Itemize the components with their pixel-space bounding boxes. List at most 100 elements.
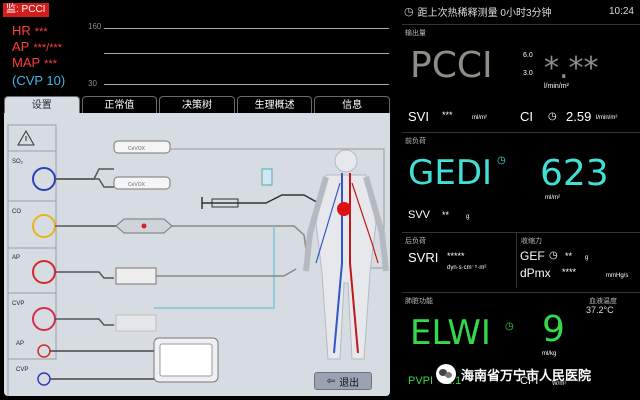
pcci-unit: l/min/m² xyxy=(544,83,569,90)
ap-port-icon xyxy=(32,260,56,284)
current-time: 10:24 xyxy=(608,5,634,17)
monitor-ap-port-icon xyxy=(37,344,51,358)
pcci-scale-low: 3.0 xyxy=(523,70,533,77)
output-section[interactable]: 输出量 PCCI 6.0 3.0 *.** l/min/m² SVI *** m… xyxy=(402,24,640,130)
gedi-label: GEDI xyxy=(408,153,493,193)
pressure-wave-top-line xyxy=(104,28,389,29)
vital-ap-value: ***/*** xyxy=(33,42,63,54)
cevox-module-2-label: CeVOX xyxy=(128,182,146,188)
cv-line xyxy=(154,226,275,309)
status-bar: ◷ 距上次热稀释测量 0小时3分钟 10:24 xyxy=(402,0,640,22)
afterload-section-title: 后负荷 xyxy=(405,238,426,245)
co-line xyxy=(172,225,307,250)
ci-unit: l/min/m² xyxy=(596,115,618,121)
pvpi-label: PVPI xyxy=(408,375,434,387)
co-probe-dot xyxy=(141,223,147,229)
svri-value: ***** xyxy=(447,251,465,261)
injectate-sensor xyxy=(261,168,273,186)
gef-unit: g xyxy=(585,255,589,261)
monitor-cvp-label: CVP xyxy=(16,367,28,373)
elwi-clock-icon: ◷ xyxy=(505,321,514,332)
co-port-icon xyxy=(32,214,56,238)
cvp-port-label: CVP xyxy=(12,301,24,307)
exit-icon: ⇦ xyxy=(326,375,336,387)
ci-clock-icon: ◷ xyxy=(548,111,557,122)
vital-hr-label: HR xyxy=(12,23,31,38)
tab-decision-tree[interactable]: 决策树 xyxy=(159,96,235,114)
vital-ap-label: AP xyxy=(12,39,30,54)
ci-value: 2.59 xyxy=(566,109,592,124)
contractility-section-title: 收缩力 xyxy=(521,238,542,245)
so2-port-label: SO₂ xyxy=(12,159,24,165)
lung-function-section[interactable]: 肺脏功能 血液温度 37.2°C ELWI ◷ 9 ml/kg PVPI 2.1… xyxy=(402,292,640,400)
cevox-module-1 xyxy=(113,140,171,154)
warning-triangle-icon xyxy=(17,129,35,146)
cvp-port-icon xyxy=(32,307,56,331)
alarm-badge[interactable]: 监: PCCI xyxy=(3,3,49,17)
svv-unit: g xyxy=(466,214,470,220)
tab-normal-values[interactable]: 正常值 xyxy=(81,96,158,114)
patient-body-illustration xyxy=(303,149,389,360)
exit-button-label: 退出 xyxy=(339,377,360,389)
contractility-section[interactable]: 收缩力 GEF ◷ ** g dPmx **** mmHg/s xyxy=(518,232,640,290)
so2-cable xyxy=(55,168,114,180)
pressure-wave-bottom-line xyxy=(104,84,389,85)
setup-diagram: SO₂ CO AP CVP CeVOX CeVOX xyxy=(7,124,389,396)
monitor-cvp-port-icon xyxy=(37,372,51,386)
injectate-line xyxy=(248,194,323,206)
clock-icon: ◷ xyxy=(404,5,414,18)
wave-scale-top: 160 xyxy=(88,22,102,31)
tab-info[interactable]: 信息 xyxy=(314,96,390,114)
pcci-value: *.** xyxy=(544,51,599,86)
svri-label: SVRI xyxy=(408,250,439,265)
so2-cable-2 xyxy=(55,178,114,188)
cevox-module-2 xyxy=(113,176,171,190)
svv-value: ** xyxy=(442,210,450,220)
gef-label: GEF xyxy=(520,249,545,263)
svi-value: *** xyxy=(442,110,453,120)
syringe-icon xyxy=(201,197,248,209)
svi-label: SVI xyxy=(408,109,429,124)
vital-map: MAP*** xyxy=(12,55,57,70)
section-divider xyxy=(516,232,517,288)
svi-unit: ml/m² xyxy=(472,115,487,121)
exit-button[interactable]: ⇦ 退出 xyxy=(314,372,372,390)
output-section-title: 输出量 xyxy=(405,30,426,37)
port-column-frame xyxy=(7,124,57,360)
blood-temperature-value: 37.2°C xyxy=(586,305,614,315)
cvp-cable xyxy=(55,318,114,326)
preload-section[interactable]: 前负荷 GEDI ◷ 623 ml/m² SVV ** g xyxy=(402,132,640,230)
svri-unit: dyn·s·cm⁻⁵·m² xyxy=(447,265,487,271)
elwi-unit: ml/kg xyxy=(542,351,557,357)
gef-clock-icon: ◷ xyxy=(549,250,558,261)
blood-temperature-label: 血液温度 xyxy=(589,298,617,305)
dpmx-label: dPmx xyxy=(520,266,551,280)
tab-physiology-overview[interactable]: 生理概述 xyxy=(236,96,313,114)
preload-section-title: 前负荷 xyxy=(405,138,426,145)
svv-label: SVV xyxy=(408,209,431,221)
cpi-label: CPI xyxy=(520,375,539,387)
pressure-wave-mid-line xyxy=(104,53,389,54)
left-panel: 监: PCCI HR*** AP***/*** MAP*** (CVP 10) … xyxy=(3,3,392,396)
right-panel: ◷ 距上次热稀释测量 0小时3分钟 10:24 输出量 PCCI 6.0 3.0… xyxy=(402,0,640,400)
afterload-section[interactable]: 后负荷 SVRI ***** dyn·s·cm⁻⁵·m² xyxy=(402,232,640,290)
tab-setup[interactable]: 设置 xyxy=(4,96,80,114)
monitor-ap-label: AP xyxy=(16,341,24,347)
vital-hr-value: *** xyxy=(34,26,48,38)
so2-port-icon xyxy=(32,167,56,191)
ap-port-label: AP xyxy=(12,255,20,261)
wave-scale-bottom: 30 xyxy=(88,79,97,88)
pcci-label: PCCI xyxy=(410,45,493,86)
hospital-watermark: 海南省万宁市人民医院 xyxy=(436,364,591,384)
tab-bar: 设置 正常值 决策树 生理概述 信息 xyxy=(4,96,392,114)
co-port-label: CO xyxy=(12,209,21,215)
gedi-clock-icon: ◷ xyxy=(497,155,506,166)
vital-map-label: MAP xyxy=(12,55,41,70)
bedside-monitor-screen xyxy=(159,343,213,377)
watermark-text: 海南省万宁市人民医院 xyxy=(461,367,592,383)
vital-hr: HR*** xyxy=(12,23,48,38)
gedi-value: 623 xyxy=(540,153,609,194)
ap-cable xyxy=(55,271,114,279)
setup-panel: SO₂ CO AP CVP CeVOX CeVOX xyxy=(4,113,390,396)
ap-line xyxy=(156,268,297,277)
